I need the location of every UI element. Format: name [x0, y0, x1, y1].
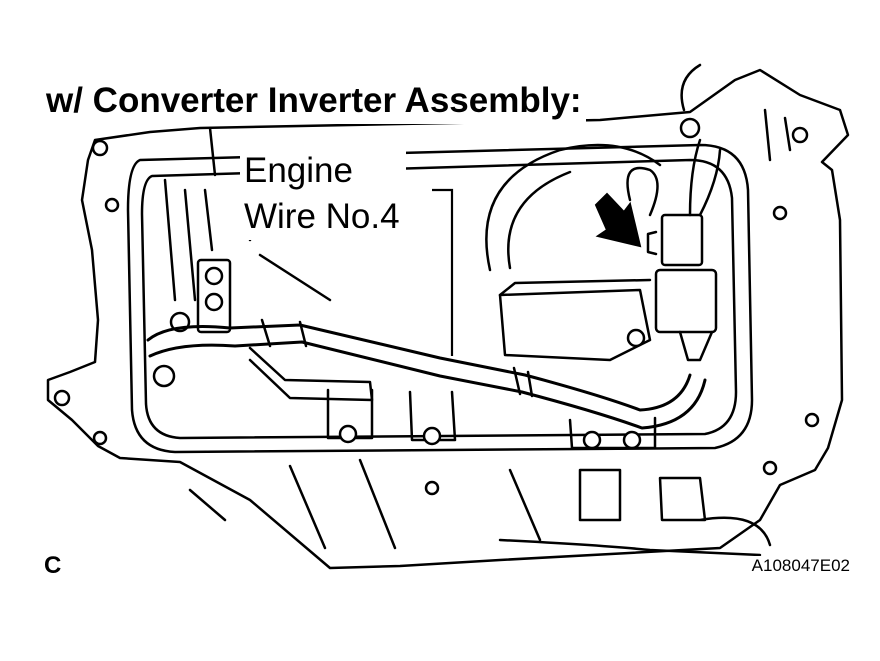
view-corner-label: C — [42, 552, 64, 580]
harness-clamp — [512, 366, 534, 398]
mount-hole-lower-right — [804, 412, 820, 428]
mount-hole-upper-right — [791, 126, 809, 144]
internal-block-top — [498, 278, 652, 297]
mount-hole-lower-left — [53, 389, 71, 407]
terminal-bolt-upper — [204, 266, 224, 286]
terminal-block-left — [196, 258, 232, 334]
mount-hole-left — [104, 197, 120, 213]
engine-wire-callout-label: Engine Wire No.4 — [240, 148, 406, 240]
bolt-right — [626, 328, 646, 348]
lower-bolt-1 — [338, 424, 358, 444]
inverter-case-inner-lip — [140, 158, 738, 440]
harness-sleeve — [260, 318, 308, 348]
mount-hole-right — [772, 205, 788, 221]
wire-connector-mate — [654, 268, 718, 334]
case-outer-outline — [46, 68, 850, 570]
figure-code: A108047E02 — [749, 556, 852, 576]
bolt-left-b — [152, 364, 176, 388]
terminal-bolt-lower — [204, 292, 224, 312]
connector-lock-tab — [646, 230, 658, 256]
loose-wire-loop — [626, 166, 659, 217]
connector-grommet — [679, 117, 701, 139]
lower-boss-3 — [568, 416, 657, 450]
callout-leader-line — [432, 188, 454, 356]
internal-block — [498, 288, 652, 362]
engine-wire-no4-harness-edge — [148, 340, 707, 430]
casting-rib-left — [163, 178, 214, 302]
mount-hole-upper-left — [91, 139, 109, 157]
diagram-title: w/ Converter Inverter Assembly: — [42, 78, 586, 124]
lower-bolt-2 — [422, 426, 442, 446]
lower-bolt-4 — [622, 430, 642, 450]
mount-hole-bottom-right — [424, 480, 440, 496]
motor-housing-arc-inner — [507, 170, 572, 270]
connector-lead — [678, 330, 714, 362]
inverter-case-inner-outline — [126, 143, 754, 454]
mount-hole-bottom — [762, 460, 778, 476]
casting-rib-right — [763, 108, 792, 162]
mount-hole-bottom-left — [92, 430, 108, 446]
callout-line-1: Engine — [244, 151, 353, 190]
connector-wires — [680, 63, 722, 217]
callout-line-2: Wire No.4 — [244, 197, 400, 236]
lower-bolt-3 — [582, 430, 602, 450]
wire-connector-body — [660, 213, 704, 267]
lower-cable — [498, 538, 762, 557]
engine-wire-no4-harness — [146, 323, 692, 412]
lower-drive-detail — [188, 458, 772, 550]
motor-housing-arc — [485, 143, 662, 272]
pointing-arrow-icon — [594, 192, 642, 248]
